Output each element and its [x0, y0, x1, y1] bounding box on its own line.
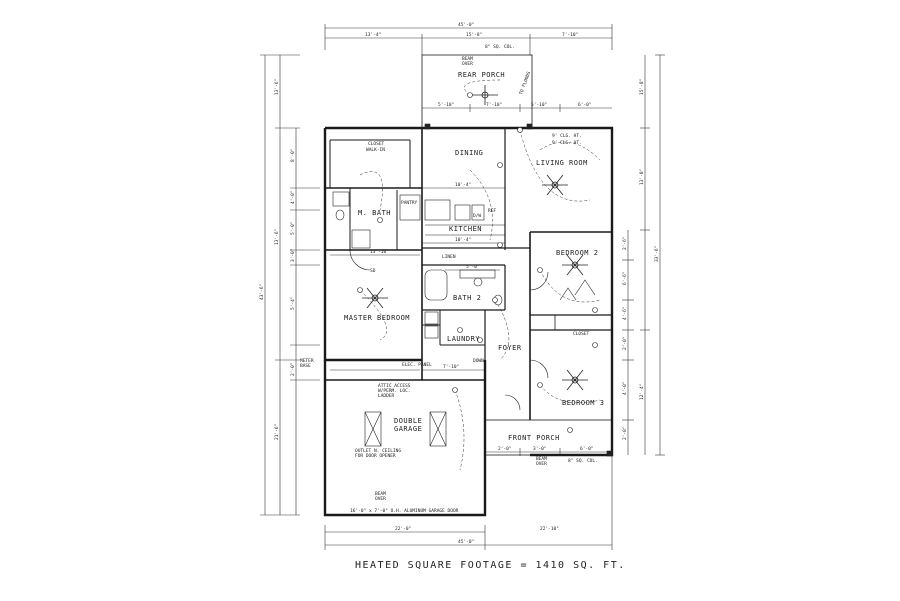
dim-overall-width: 45'-0" — [458, 22, 474, 28]
heated-square-footage: HEATED SQUARE FOOTAGE = 1410 SQ. FT. — [355, 560, 626, 571]
room-master-bedroom: MASTER BEDROOM — [344, 314, 410, 322]
note-sd: SD — [370, 268, 376, 274]
room-pantry: PANTRY — [401, 200, 418, 206]
note-ceiling-height-2: 9' CLG. HT. — [552, 140, 582, 146]
dim-right-upper: 15'-8" — [639, 79, 645, 95]
dim-left-total: 43'-6" — [259, 284, 265, 300]
room-laundry: LAUNDRY — [447, 335, 480, 343]
note-attic-3: LADDER — [378, 393, 395, 399]
dim-right-total: 33'-6" — [654, 246, 660, 262]
room-closet-walkin: CLOSET — [368, 141, 385, 147]
outlets — [357, 92, 598, 433]
note-meter-2: BASE — [300, 363, 311, 369]
room-kitchen: KITCHEN — [449, 225, 482, 233]
dim-right-5: 4'-0" — [622, 381, 628, 395]
walls — [323, 54, 614, 517]
note-dw: D/W — [473, 213, 481, 219]
dim-front-1: 2'-0" — [498, 446, 512, 452]
dim-left-upper: 13'-6" — [274, 79, 280, 95]
dim-left-5: 13'-6" — [274, 229, 280, 245]
room-living-room: LIVING ROOM — [536, 159, 588, 167]
room-front-porch: FRONT PORCH — [508, 434, 560, 442]
room-labels: REAR PORCH DINING LIVING ROOM KITCHEN M.… — [344, 71, 604, 442]
dim-bath2-w: 5'-0" — [466, 264, 480, 270]
dim-right-3: 4'-6" — [622, 306, 628, 320]
note-beam-top-2: OVER — [462, 61, 473, 67]
dimension-lines — [260, 24, 665, 550]
dim-right-b: 12'-4" — [639, 384, 645, 400]
room-bedroom-3: BEDROOM 3 — [562, 399, 604, 407]
dim-left-4: 3'-0" — [290, 248, 296, 262]
dim-left-6: 5'-4" — [290, 296, 296, 310]
room-bath-2: BATH 2 — [453, 294, 481, 302]
note-beam-front-2: OVER — [536, 461, 547, 467]
note-ref: REF — [488, 208, 496, 214]
room-closet-walkin-sub: WALK-IN — [366, 147, 385, 153]
electrical-circuits — [359, 79, 601, 471]
dim-right-6: 2'-0" — [622, 426, 628, 440]
dim-right-4: 2'-0" — [622, 336, 628, 350]
dim-kitchen-w: 10'-4" — [455, 237, 471, 243]
room-m-bath: M. BATH — [358, 209, 391, 217]
dim-right-2: 6'-6" — [622, 271, 628, 285]
note-elec-panel: ELEC. PANEL — [402, 362, 432, 368]
room-closet: CLOSET — [573, 331, 590, 337]
dim-left-2: 4'-0" — [290, 190, 296, 204]
dim-top-mid: 15'-8" — [466, 32, 482, 38]
dim-front-2: 3'-0" — [533, 446, 547, 452]
room-rear-porch: REAR PORCH — [458, 71, 505, 79]
note-col-top: 8" SQ. COL. — [485, 44, 515, 50]
note-beam-bottom: BEAM — [375, 491, 386, 497]
note-beam-top: BEAM — [462, 56, 473, 62]
dim-bottom-right: 22'-10" — [540, 526, 559, 532]
note-linen: LINEN — [442, 254, 456, 260]
room-dining: DINING — [455, 149, 483, 157]
note-col-bottom: 8" SQ. COL. — [568, 458, 598, 464]
plan-notes: 8" SQ. COL. BEAM OVER TO FLOODS ELEC. PA… — [300, 44, 598, 514]
note-floods: TO FLOODS — [518, 70, 532, 95]
note-down: DOWN — [473, 358, 484, 364]
dim-porch-4: 6'-0" — [578, 102, 592, 108]
note-meter: METER — [300, 358, 314, 364]
room-double-garage-2: GARAGE — [394, 425, 422, 433]
dim-garage-w: 22'-0" — [395, 526, 411, 532]
dim-laundry-w: 7'-10" — [443, 364, 459, 370]
dim-top-left: 13'-4" — [365, 32, 381, 38]
fixtures — [332, 123, 613, 457]
dim-dining-w: 10'-4" — [455, 182, 471, 188]
note-ceiling-height: 9' CLG. HT. — [552, 133, 582, 139]
dim-mb-w: 13'-10" — [370, 249, 389, 255]
dim-left-1: 8'-0" — [290, 148, 296, 162]
dim-left-lower: 21'-6" — [274, 424, 280, 440]
dim-front-3: 6'-0" — [580, 446, 594, 452]
note-garage-door: 16'-0" x 7'-0" O.H. ALUMINUM GARAGE DOOR — [350, 508, 459, 514]
note-beam-front: BEAM — [536, 456, 547, 462]
dim-left-7: 2'-0" — [290, 362, 296, 376]
room-double-garage-1: DOUBLE — [394, 417, 422, 425]
note-beam-bottom-2: OVER — [375, 496, 386, 502]
ceiling-fans — [362, 85, 588, 391]
room-foyer: FOYER — [498, 344, 522, 352]
dim-bottom-total: 45'-0" — [458, 539, 474, 545]
note-attic-2: W/PERM. LOC. — [378, 388, 411, 394]
dim-porch-2: 7'-10" — [486, 102, 502, 108]
dim-top-right: 7'-10" — [562, 32, 578, 38]
dim-right-1: 2'-6" — [622, 236, 628, 250]
room-bedroom-2: BEDROOM 2 — [556, 249, 598, 257]
dimension-text: 45'-0" 13'-4" 15'-8" 7'-10" 5'-10" 7'-10… — [259, 22, 660, 545]
dim-porch-1: 5'-10" — [438, 102, 454, 108]
dim-left-3: 5'-0" — [290, 221, 296, 235]
dim-right-a: 13'-0" — [639, 169, 645, 185]
note-outlet-2: FOR DOOR OPENER — [355, 453, 396, 459]
dim-porch-3: 5'-10" — [531, 102, 547, 108]
note-attic-1: ATTIC ACCESS — [378, 383, 411, 389]
note-outlet-1: OUTLET N. CEILING — [355, 448, 401, 454]
